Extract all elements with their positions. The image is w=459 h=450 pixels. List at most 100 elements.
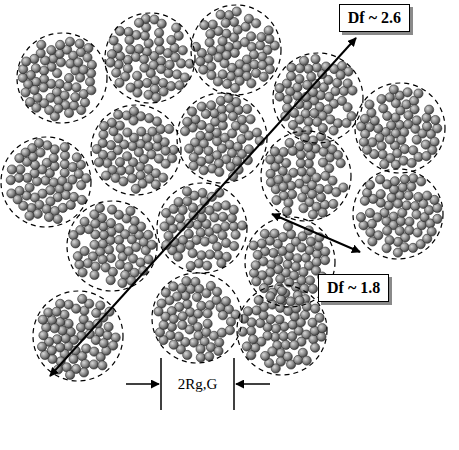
primary-particle <box>197 213 206 222</box>
primary-particle <box>39 83 48 92</box>
primary-particle <box>383 226 392 235</box>
primary-particle <box>47 346 56 355</box>
primary-particle <box>272 196 281 205</box>
primary-particle <box>15 154 24 163</box>
primary-particle <box>356 213 365 222</box>
primary-particle <box>305 276 314 285</box>
primary-particle <box>336 70 345 79</box>
dimension-arrows <box>50 38 360 410</box>
primary-particle <box>360 196 369 205</box>
primary-particle <box>293 83 302 92</box>
primary-particle <box>63 82 72 91</box>
primary-particle <box>128 174 137 183</box>
primary-particle <box>318 324 327 333</box>
primary-particle <box>365 180 374 189</box>
primary-particle <box>412 210 421 219</box>
primary-particle <box>302 356 311 365</box>
primary-particle <box>118 278 127 287</box>
primary-particle <box>237 115 246 124</box>
primary-particle <box>414 89 423 98</box>
primary-particle <box>155 37 164 46</box>
primary-particle <box>288 320 297 329</box>
primary-particle <box>295 74 304 83</box>
label-box: Df ~ 1.8 <box>318 274 389 302</box>
primary-particle <box>129 107 138 116</box>
primary-particle <box>252 277 261 286</box>
primary-particle <box>123 128 132 137</box>
primary-particle <box>87 86 96 95</box>
cluster-outline <box>17 33 107 123</box>
primary-particle <box>405 226 414 235</box>
primary-particle <box>412 116 421 125</box>
primary-particle <box>183 117 192 126</box>
primary-particle <box>218 113 227 122</box>
primary-particle <box>367 219 376 228</box>
primary-particle <box>385 135 394 144</box>
primary-particle <box>299 56 308 65</box>
primary-particle <box>232 7 241 16</box>
primary-particle <box>177 59 186 68</box>
primary-particle <box>359 221 368 230</box>
primary-particle <box>376 175 385 184</box>
primary-particle <box>205 38 214 47</box>
primary-particle <box>116 52 125 61</box>
primary-particle <box>69 231 78 240</box>
primary-particle <box>151 76 160 85</box>
cluster-outline <box>91 105 181 195</box>
primary-particle <box>129 225 138 234</box>
primary-particle <box>199 166 208 175</box>
primary-particle <box>139 55 148 64</box>
primary-particle <box>159 173 168 182</box>
primary-particle <box>312 63 321 72</box>
primary-particle <box>89 360 98 369</box>
primary-particle <box>183 350 192 359</box>
primary-particle <box>393 248 402 257</box>
primary-particle <box>343 103 352 112</box>
primary-particle <box>191 42 200 51</box>
primary-particle <box>270 147 279 156</box>
primary-particle <box>178 320 187 329</box>
primary-particle <box>167 322 176 331</box>
primary-particle <box>407 182 416 191</box>
primary-particle <box>266 155 275 164</box>
primary-particle <box>287 71 296 80</box>
primary-particle <box>206 29 215 38</box>
primary-particle <box>47 46 56 55</box>
primary-particle <box>184 229 193 238</box>
primary-particle <box>154 307 163 316</box>
primary-particle <box>104 322 113 331</box>
primary-particle <box>115 78 124 87</box>
primary-particle <box>227 213 236 222</box>
primary-particle <box>174 197 183 206</box>
primary-particle <box>159 320 168 329</box>
primary-particle <box>199 65 208 74</box>
primary-particle <box>218 311 227 320</box>
cluster-span-arrow <box>272 214 360 252</box>
primary-particle <box>188 249 197 258</box>
bracket-arrow <box>236 383 270 385</box>
primary-particle <box>213 242 222 251</box>
bracket-line <box>160 358 162 410</box>
cluster-outline <box>353 169 443 259</box>
primary-particle <box>69 354 78 363</box>
primary-particle <box>108 267 117 276</box>
primary-particle <box>306 237 315 246</box>
primary-particle <box>33 209 42 218</box>
primary-particle <box>100 121 109 130</box>
primary-particle <box>77 181 86 190</box>
primary-particle <box>376 190 385 199</box>
primary-particle <box>303 143 312 152</box>
primary-particle <box>174 31 183 40</box>
primary-particle <box>175 81 184 90</box>
primary-particle <box>318 124 327 133</box>
primary-particle <box>78 294 87 303</box>
primary-particle <box>348 86 357 95</box>
primary-particle <box>106 219 115 228</box>
primary-particle <box>106 141 115 150</box>
radius-label: 2Rg,G <box>176 375 220 393</box>
cluster-outline <box>273 53 363 143</box>
primary-particle <box>101 171 110 180</box>
primary-particle <box>308 284 317 293</box>
primary-particle <box>329 126 338 135</box>
